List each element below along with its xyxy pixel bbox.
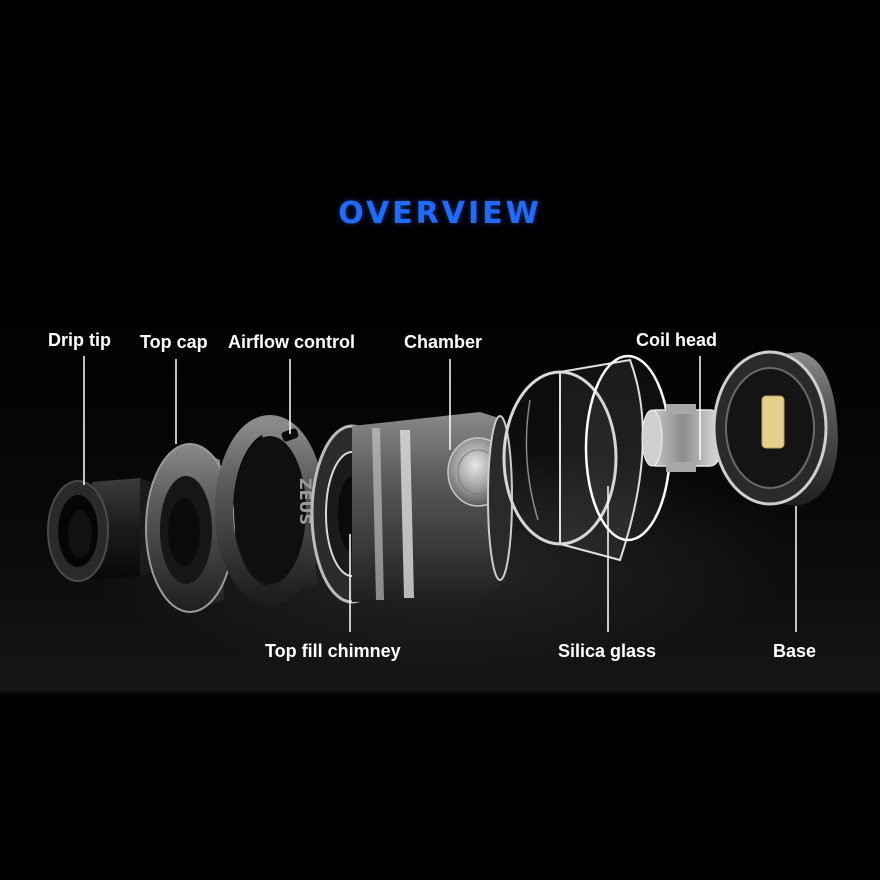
zeus-engraving: ZEUS [296, 478, 315, 525]
label-silica-glass: Silica glass [558, 641, 657, 661]
label-base: Base [773, 641, 817, 661]
silica-glass-part [502, 354, 672, 562]
drip-tip-part [47, 478, 162, 582]
label-top-cap: Top cap [140, 332, 208, 352]
label-chamber: Chamber [404, 332, 483, 352]
overview-title: OVERVIEW [338, 196, 542, 231]
label-top-fill-chimney: Top fill chimney [265, 641, 401, 661]
chamber-part [352, 412, 513, 602]
base-part [712, 350, 838, 506]
label-coil-head: Coil head [636, 330, 718, 350]
label-airflow-control: Airflow control [228, 332, 355, 352]
airflow-control-part: ZEUS [215, 415, 325, 605]
coil-head-part [641, 404, 719, 472]
label-drip-tip: Drip tip [48, 330, 111, 350]
leader-lines [83, 356, 797, 632]
contact-pin-icon [761, 395, 785, 449]
top-cap-part [145, 443, 235, 613]
